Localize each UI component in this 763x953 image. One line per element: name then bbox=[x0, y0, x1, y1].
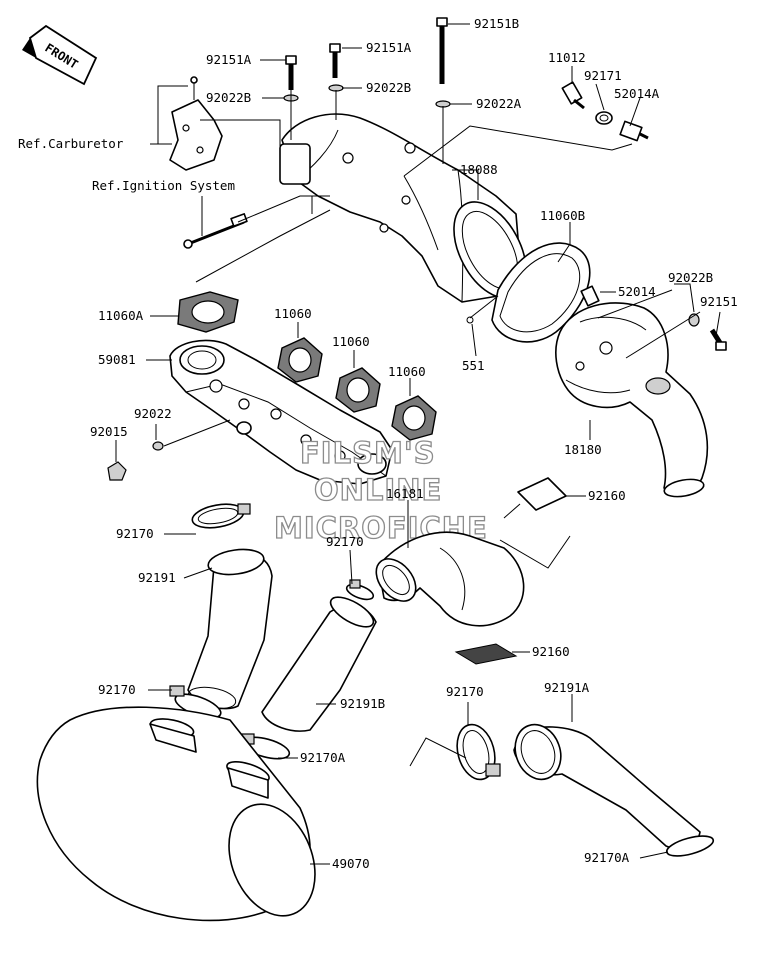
label-92151-right: 92151 bbox=[700, 294, 738, 309]
label-551: 551 bbox=[462, 358, 485, 373]
clamp-92170-d bbox=[456, 723, 501, 781]
exhaust-chamber-18180 bbox=[555, 302, 709, 498]
leader-lines bbox=[115, 23, 721, 865]
part-labels: Ref.Carburetor Ref.Ignition System 92151… bbox=[18, 16, 738, 871]
label-92170-d: 92170 bbox=[446, 684, 484, 699]
nut-92015 bbox=[107, 461, 127, 481]
label-92022B-right: 92022B bbox=[668, 270, 713, 285]
ref-carburetor-label: Ref.Carburetor bbox=[18, 136, 124, 151]
label-11060-2: 11060 bbox=[332, 334, 370, 349]
clamp-92170-b bbox=[345, 579, 375, 601]
label-92022A: 92022A bbox=[476, 96, 522, 111]
label-52014A: 52014A bbox=[614, 86, 660, 101]
bolt-92151B bbox=[436, 17, 448, 84]
label-92171: 92171 bbox=[584, 68, 622, 83]
exhaust-pipe-18088 bbox=[279, 113, 527, 303]
watermark-line-1: FILSM'S bbox=[300, 436, 436, 470]
label-92022: 92022 bbox=[134, 406, 172, 421]
label-92170-c: 92170 bbox=[98, 682, 136, 697]
watermark: FILSM'S ONLINE MICROFICHE bbox=[273, 435, 487, 545]
bolt-92151A-left bbox=[285, 55, 297, 90]
label-18088: 18088 bbox=[460, 162, 498, 177]
bolt-92151-right bbox=[709, 328, 727, 351]
sensor-11012 bbox=[561, 81, 585, 110]
label-92191A: 92191A bbox=[544, 680, 590, 695]
label-16181: 16181 bbox=[386, 486, 424, 501]
exhaust-manifold-59081 bbox=[169, 339, 393, 485]
muffler-49070 bbox=[36, 706, 316, 922]
label-92151A-left: 92151A bbox=[206, 52, 252, 67]
label-49070: 49070 bbox=[332, 856, 370, 871]
hose-92191 bbox=[187, 548, 273, 710]
gasket-11060A bbox=[177, 291, 239, 333]
gasket-11060-1 bbox=[277, 337, 323, 383]
label-92151B: 92151B bbox=[474, 16, 519, 31]
o-ring-551 bbox=[466, 316, 474, 324]
gasket-11060-2 bbox=[335, 367, 381, 413]
label-92151A-mid: 92151A bbox=[366, 40, 412, 55]
pad-92160-top bbox=[517, 477, 567, 511]
label-11060-3: 11060 bbox=[388, 364, 426, 379]
clamp-92170-a bbox=[191, 503, 251, 529]
label-11060B: 11060B bbox=[540, 208, 585, 223]
bolt-92151A-mid bbox=[329, 43, 341, 78]
fitting-52014 bbox=[580, 285, 600, 307]
fitting-52014A bbox=[619, 120, 649, 142]
label-52014: 52014 bbox=[618, 284, 656, 299]
clip-92171 bbox=[595, 111, 613, 125]
label-92015: 92015 bbox=[90, 424, 128, 439]
gasket-11060-3 bbox=[391, 395, 437, 441]
label-92191: 92191 bbox=[138, 570, 176, 585]
label-92170A-mid: 92170A bbox=[300, 750, 346, 765]
label-92160-bottom: 92160 bbox=[532, 644, 570, 659]
front-direction-badge: FRONT bbox=[22, 24, 98, 86]
label-11012: 11012 bbox=[548, 50, 586, 65]
ignition-coil bbox=[183, 213, 248, 249]
label-92022B-mid: 92022B bbox=[366, 80, 411, 95]
washer-92022 bbox=[152, 441, 164, 451]
label-92170-b: 92170 bbox=[326, 534, 364, 549]
elbow-pipe-16181 bbox=[375, 531, 525, 627]
label-59081: 59081 bbox=[98, 352, 136, 367]
label-92022B-left: 92022B bbox=[206, 90, 251, 105]
watermark-line-2: ONLINE bbox=[314, 473, 442, 507]
hose-92191B bbox=[261, 596, 377, 732]
ref-ignition-label: Ref.Ignition System bbox=[92, 178, 235, 193]
label-92170-a: 92170 bbox=[116, 526, 154, 541]
hose-92191A bbox=[513, 723, 701, 850]
label-11060-1: 11060 bbox=[274, 306, 312, 321]
label-18180: 18180 bbox=[564, 442, 602, 457]
label-92191B: 92191B bbox=[340, 696, 385, 711]
gasket-11060B bbox=[491, 242, 591, 343]
label-92170A-bottom: 92170A bbox=[584, 850, 630, 865]
carburetor-bracket bbox=[169, 76, 223, 171]
pad-92160-bottom bbox=[454, 643, 518, 665]
label-11060A: 11060A bbox=[98, 308, 144, 323]
label-92160-top: 92160 bbox=[588, 488, 626, 503]
